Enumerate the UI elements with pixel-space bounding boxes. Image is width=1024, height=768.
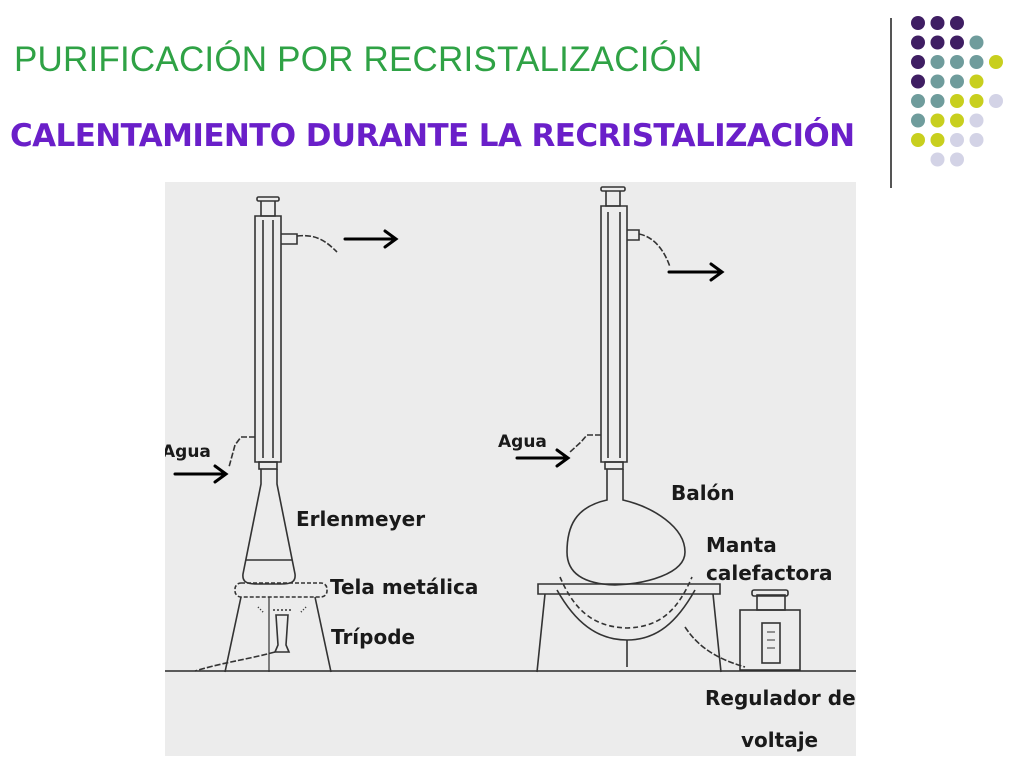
- wire-gauze-tripod: [224, 582, 332, 673]
- decorative-dot: [911, 16, 925, 30]
- tripod-label: Trípode: [331, 625, 415, 649]
- decorative-dot: [950, 113, 964, 128]
- erlenmeyer-label: Erlenmeyer: [296, 507, 425, 531]
- voltage-regulator: [739, 589, 801, 671]
- left-water-label: Agua: [165, 442, 211, 462]
- decorative-dot: [969, 55, 984, 69]
- decorative-dot: [969, 94, 984, 108]
- erlenmeyer-flask: [242, 469, 296, 585]
- decorative-dot: [930, 55, 945, 69]
- decorative-dot: [911, 55, 925, 69]
- decorative-dot: [930, 113, 945, 128]
- heating-mantle-label-line2: calefactora: [706, 561, 832, 585]
- decorative-dot: [950, 35, 964, 50]
- left-water-inlet-arrow: [173, 464, 229, 484]
- decorative-dot: [911, 94, 925, 108]
- voltage-regulator-label-line1: Regulador de: [705, 686, 856, 710]
- slide-title: PURIFICACIÓN POR RECRISTALIZACIÓN: [14, 40, 703, 79]
- decorative-dot: [911, 113, 925, 128]
- decorative-dot: [930, 133, 945, 147]
- decorative-dot: [930, 35, 945, 50]
- flow-arrows: [173, 229, 725, 484]
- right-water-label: Agua: [498, 432, 547, 452]
- decorative-dot: [950, 133, 964, 147]
- decorative-dot: [969, 133, 984, 147]
- decorative-dot: [989, 94, 1003, 108]
- decorative-dot: [911, 35, 925, 50]
- decorative-dot: [930, 74, 945, 89]
- right-water-inlet-arrow: [515, 448, 571, 468]
- right-apparatus: [536, 186, 801, 673]
- right-condenser: [569, 186, 671, 470]
- decorative-divider: [890, 18, 892, 188]
- bunsen-burner: [194, 605, 308, 672]
- decorative-dot: [930, 16, 945, 30]
- decorative-dot: [950, 16, 964, 30]
- round-flask-label: Balón: [671, 481, 735, 505]
- decorative-dot: [950, 94, 964, 108]
- wire-gauze-label: Tela metálica: [330, 575, 478, 599]
- decorative-dot: [930, 152, 945, 167]
- left-water-outlet-arrow: [343, 229, 399, 249]
- decorative-dot: [969, 35, 984, 50]
- heating-mantle-label-line1: Manta: [706, 533, 777, 557]
- voltage-regulator-label-line2: voltaje: [741, 728, 818, 752]
- right-water-outlet-arrow: [667, 262, 725, 282]
- decorative-dot: [911, 133, 925, 147]
- decorative-dot: [969, 113, 984, 128]
- left-apparatus: [194, 196, 338, 673]
- decorative-dot-grid: [911, 16, 1003, 167]
- decorative-dot: [930, 94, 945, 108]
- decorative-dot: [950, 152, 964, 167]
- decorative-dot: [950, 55, 964, 69]
- decorative-dot: [989, 55, 1003, 69]
- decorative-dot: [950, 74, 964, 89]
- left-condenser: [228, 196, 338, 470]
- decorative-dot: [969, 74, 984, 89]
- recrystallization-apparatus-diagram: Agua Agua Erlenmeyer Tela metálica Trípo…: [165, 182, 856, 756]
- slide-subtitle: CALENTAMIENTO DURANTE LA RECRISTALIZACIÓ…: [10, 118, 855, 154]
- diagram-background: [165, 182, 856, 756]
- round-bottom-flask: [566, 469, 686, 586]
- heating-mantle: [536, 576, 746, 673]
- decorative-dot: [911, 74, 925, 89]
